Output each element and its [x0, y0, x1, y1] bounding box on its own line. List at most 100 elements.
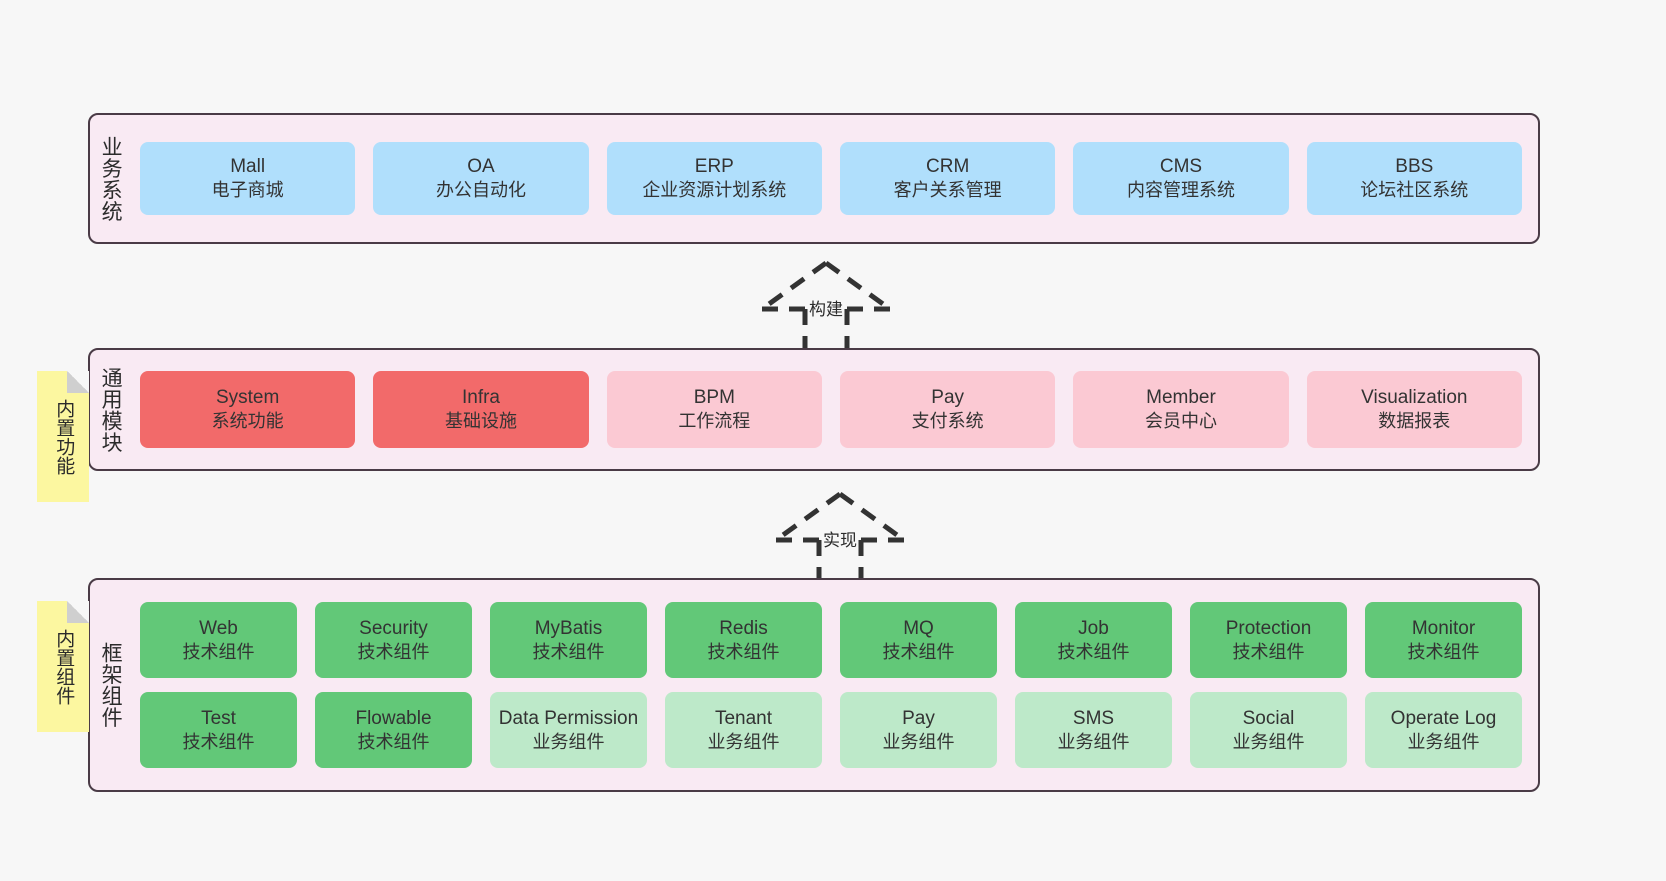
business-card-cms[interactable]: CMS 内容管理系统 [1073, 142, 1289, 215]
business-card-erp[interactable]: ERP 企业资源计划系统 [606, 142, 822, 215]
framework-card-data-permission[interactable]: Data Permission 业务组件 [490, 692, 647, 768]
layer-business-systems-body: Mall 电子商城 OA 办公自动化 ERP 企业资源计划系统 CRM 客户关系… [130, 115, 1538, 242]
business-card-crm[interactable]: CRM 客户关系管理 [839, 142, 1056, 215]
card-subtitle: 办公自动化 [435, 180, 526, 201]
card-title: BBS [1395, 156, 1434, 178]
card-title: Protection [1225, 617, 1312, 639]
card-title: Data Permission [498, 707, 639, 729]
card-title: Operate Log [1390, 707, 1497, 729]
common-card-bpm[interactable]: BPM 工作流程 [606, 371, 822, 448]
card-subtitle: 系统功能 [211, 411, 284, 432]
framework-card-operate-log[interactable]: Operate Log 业务组件 [1365, 692, 1522, 768]
layer-framework-components-body: Web 技术组件 Security 技术组件 MyBatis 技术组件 Redi… [130, 580, 1538, 790]
card-subtitle: 技术组件 [1057, 641, 1130, 662]
card-subtitle: 业务组件 [882, 731, 955, 752]
layer-common-modules-body: System 系统功能 Infra 基础设施 BPM 工作流程 Pay 支付系统… [130, 350, 1538, 469]
business-systems-row: Mall 电子商城 OA 办公自动化 ERP 企业资源计划系统 CRM 客户关系… [140, 142, 1522, 215]
card-subtitle: 企业资源计划系统 [642, 180, 787, 201]
card-subtitle: 技术组件 [532, 641, 605, 662]
card-subtitle: 论坛社区系统 [1360, 180, 1469, 201]
card-title: Job [1078, 617, 1109, 639]
framework-card-tenant[interactable]: Tenant 业务组件 [665, 692, 822, 768]
card-subtitle: 业务组件 [1407, 731, 1480, 752]
framework-card-social[interactable]: Social 业务组件 [1190, 692, 1347, 768]
card-title: Monitor [1411, 617, 1476, 639]
card-subtitle: 技术组件 [357, 731, 430, 752]
sticky-note-label: 内置组件 [53, 628, 75, 705]
card-subtitle: 技术组件 [1407, 641, 1480, 662]
card-subtitle: 技术组件 [182, 641, 255, 662]
card-subtitle: 内容管理系统 [1126, 180, 1235, 201]
card-title: Visualization [1361, 387, 1468, 409]
card-subtitle: 技术组件 [707, 641, 780, 662]
framework-business-row: Test 技术组件 Flowable 技术组件 Data Permission … [140, 692, 1522, 768]
framework-card-monitor[interactable]: Monitor 技术组件 [1365, 602, 1522, 678]
card-subtitle: 技术组件 [1232, 641, 1305, 662]
card-title: Web [199, 617, 238, 639]
sticky-note-builtin-function: 内置功能 [37, 371, 89, 502]
card-title: CMS [1159, 156, 1203, 178]
card-title: BPM [693, 387, 735, 409]
framework-card-test[interactable]: Test 技术组件 [140, 692, 297, 768]
card-title: MQ [903, 617, 934, 639]
card-title: ERP [694, 156, 734, 178]
card-title: Pay [931, 387, 965, 409]
sticky-note-builtin-component: 内置组件 [37, 601, 89, 732]
common-card-system[interactable]: System 系统功能 [140, 371, 356, 448]
sticky-note-label: 内置功能 [53, 398, 75, 475]
framework-card-mq[interactable]: MQ 技术组件 [840, 602, 997, 678]
card-title: Tenant [714, 707, 773, 729]
framework-card-redis[interactable]: Redis 技术组件 [665, 602, 822, 678]
business-card-oa[interactable]: OA 办公自动化 [373, 142, 589, 215]
card-subtitle: 会员中心 [1144, 411, 1217, 432]
framework-card-protection[interactable]: Protection 技术组件 [1190, 602, 1347, 678]
card-subtitle: 基础设施 [444, 411, 517, 432]
framework-card-pay[interactable]: Pay 业务组件 [840, 692, 997, 768]
card-subtitle: 业务组件 [532, 731, 605, 752]
common-card-pay[interactable]: Pay 支付系统 [839, 371, 1056, 448]
business-card-mall[interactable]: Mall 电子商城 [140, 142, 356, 215]
layer-common-modules-title: 通用模块 [99, 366, 123, 453]
framework-card-mybatis[interactable]: MyBatis 技术组件 [490, 602, 647, 678]
card-subtitle: 技术组件 [357, 641, 430, 662]
card-title: Social [1242, 707, 1295, 729]
card-title: Member [1146, 387, 1216, 409]
card-title: MyBatis [534, 617, 603, 639]
card-subtitle: 工作流程 [678, 411, 751, 432]
framework-card-flowable[interactable]: Flowable 技术组件 [315, 692, 472, 768]
framework-card-web[interactable]: Web 技术组件 [140, 602, 297, 678]
card-title: Test [201, 707, 236, 729]
common-card-infra[interactable]: Infra 基础设施 [373, 371, 589, 448]
card-title: Security [359, 617, 428, 639]
card-title: Mall [230, 156, 266, 178]
framework-card-sms[interactable]: SMS 业务组件 [1015, 692, 1172, 768]
layer-framework-components: 框架组件 Web 技术组件 Security 技术组件 MyBatis 技术组件… [88, 578, 1540, 792]
card-subtitle: 电子商城 [211, 180, 284, 201]
framework-card-security[interactable]: Security 技术组件 [315, 602, 472, 678]
card-title: OA [467, 156, 495, 178]
framework-card-job[interactable]: Job 技术组件 [1015, 602, 1172, 678]
card-subtitle: 业务组件 [1232, 731, 1305, 752]
framework-tech-row: Web 技术组件 Security 技术组件 MyBatis 技术组件 Redi… [140, 602, 1522, 678]
card-title: Flowable [355, 707, 432, 729]
generalization-arrow-build: 构建 [746, 259, 906, 357]
layer-business-systems-title: 业务系统 [99, 135, 123, 222]
card-subtitle: 数据报表 [1378, 411, 1451, 432]
card-subtitle: 技术组件 [882, 641, 955, 662]
card-subtitle: 业务组件 [707, 731, 780, 752]
common-card-visualization[interactable]: Visualization 数据报表 [1306, 371, 1522, 448]
layer-framework-components-title: 框架组件 [99, 642, 123, 728]
generalization-arrow-implement: 实现 [760, 490, 920, 588]
common-modules-row: System 系统功能 Infra 基础设施 BPM 工作流程 Pay 支付系统… [140, 371, 1522, 448]
layer-business-systems: 业务系统 Mall 电子商城 OA 办公自动化 ERP 企业资源计划系统 CRM… [88, 113, 1540, 244]
card-title: CRM [926, 156, 970, 178]
common-card-member[interactable]: Member 会员中心 [1073, 371, 1289, 448]
card-title: Redis [719, 617, 768, 639]
card-title: Pay [902, 707, 935, 729]
card-subtitle: 业务组件 [1057, 731, 1130, 752]
business-card-bbs[interactable]: BBS 论坛社区系统 [1306, 142, 1522, 215]
card-title: SMS [1072, 707, 1115, 729]
layer-common-modules: 通用模块 System 系统功能 Infra 基础设施 BPM 工作流程 Pay… [88, 348, 1540, 471]
card-subtitle: 技术组件 [182, 731, 255, 752]
card-subtitle: 客户关系管理 [893, 180, 1002, 201]
